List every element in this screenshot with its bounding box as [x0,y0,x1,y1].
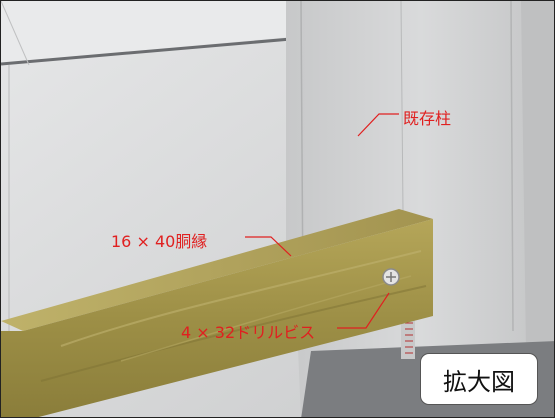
column-side [521,1,554,415]
label-existing-column: 既存柱 [403,109,452,128]
leader-line-strip [245,236,292,257]
enlarged-view-badge: 拡大図 [420,353,538,405]
column-groove [400,1,404,212]
furring-strip-front [1,219,433,417]
label-furring-strip: 16 × 40胴縁 [111,232,208,251]
ceiling-panel [1,1,301,63]
leader-line-screw [337,292,390,329]
wall-edge [1,1,30,66]
leader-line-column [357,113,399,137]
label-drill-screw: 4 × 32ドリルビス [181,323,316,342]
column-groove [510,1,514,332]
wall-seam [1,37,292,66]
furring-strip-top [1,209,433,331]
